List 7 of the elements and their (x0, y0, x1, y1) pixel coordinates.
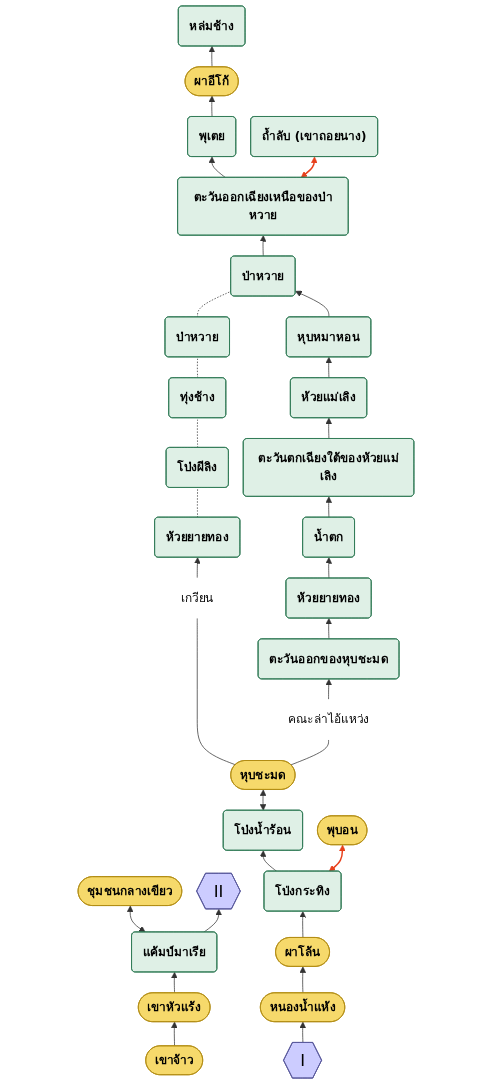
arrow (328, 844, 346, 872)
arrow (259, 789, 267, 811)
connector (290, 739, 329, 766)
node-text: เกวียน (180, 590, 214, 605)
node-text: คณะล่าไอ้แหว่ง (287, 712, 370, 727)
arrow (300, 156, 318, 178)
connector (196, 617, 236, 766)
